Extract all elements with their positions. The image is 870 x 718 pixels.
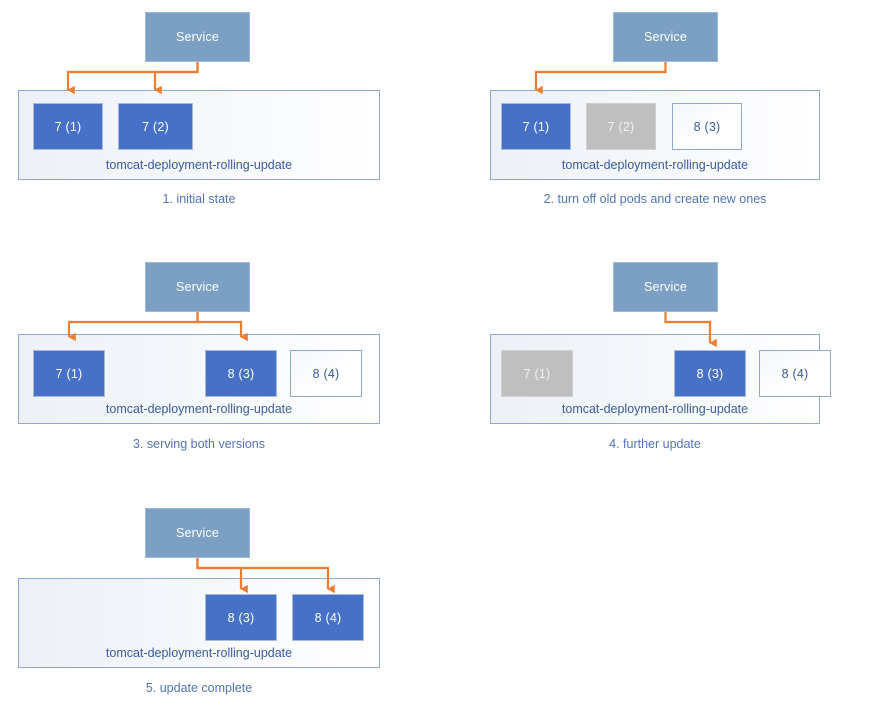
panel-caption: 5. update complete: [145, 681, 253, 695]
pod-box[interactable]: 8 (4): [759, 350, 831, 397]
deployment-label: tomcat-deployment-rolling-update: [561, 402, 749, 416]
pod-box[interactable]: 7 (2): [586, 103, 656, 150]
deployment-label: tomcat-deployment-rolling-update: [105, 158, 293, 172]
pod-box[interactable]: 8 (4): [290, 350, 362, 397]
panel-caption: 1. initial state: [162, 192, 236, 206]
pod-box[interactable]: 7 (1): [33, 350, 105, 397]
service-box[interactable]: Service: [145, 508, 250, 558]
pod-box[interactable]: 7 (1): [501, 350, 573, 397]
pod-box[interactable]: 8 (3): [672, 103, 742, 150]
service-box[interactable]: Service: [613, 12, 718, 62]
deployment-label: tomcat-deployment-rolling-update: [105, 646, 293, 660]
pod-box[interactable]: 8 (4): [292, 594, 364, 641]
deployment-label: tomcat-deployment-rolling-update: [105, 402, 293, 416]
pod-box[interactable]: 8 (3): [205, 594, 277, 641]
pod-box[interactable]: 8 (3): [205, 350, 277, 397]
panel-caption: 4. further update: [609, 437, 701, 451]
pod-box[interactable]: 8 (3): [674, 350, 746, 397]
pod-box[interactable]: 7 (1): [33, 103, 103, 150]
pod-box[interactable]: 7 (2): [118, 103, 193, 150]
service-box[interactable]: Service: [613, 262, 718, 312]
pod-box[interactable]: 7 (1): [501, 103, 571, 150]
panel-caption: 3. serving both versions: [132, 437, 265, 451]
panel-caption: 2. turn off old pods and create new ones: [543, 192, 767, 206]
connector-panel-1: [66, 62, 199, 95]
service-box[interactable]: Service: [145, 12, 250, 62]
service-box[interactable]: Service: [145, 262, 250, 312]
connector-panel-2: [534, 62, 667, 95]
deployment-label: tomcat-deployment-rolling-update: [561, 158, 749, 172]
